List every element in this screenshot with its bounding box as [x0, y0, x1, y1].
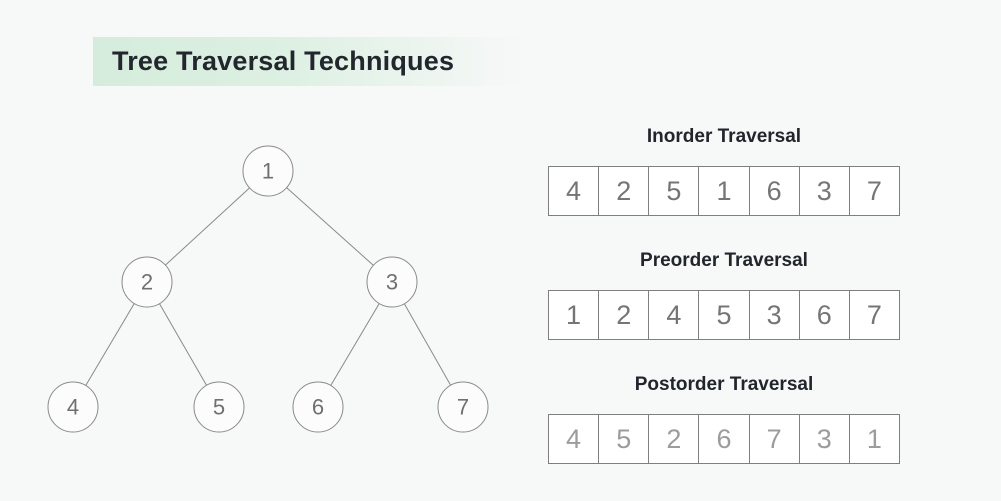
tree-node-label: 1 — [262, 159, 274, 184]
tree-node-label: 5 — [213, 395, 225, 420]
traversal-title: Inorder Traversal — [646, 126, 802, 147]
tree-node-3: 3 — [366, 256, 418, 308]
traversal-cell: 4 — [548, 414, 600, 464]
tree-node-label: 4 — [67, 395, 79, 420]
tree-node-circle — [242, 145, 294, 197]
traversal-cell: 1 — [548, 290, 600, 340]
traversal-cell: 7 — [848, 290, 900, 340]
tree-node-circle — [437, 381, 489, 433]
tree-edge-1-2 — [146, 170, 269, 283]
traversal-cell: 2 — [648, 414, 700, 464]
traversal-cell: 1 — [848, 414, 900, 464]
traversal-title: Postorder Traversal — [634, 374, 814, 395]
traversal-cell: 7 — [748, 414, 800, 464]
tree-node-circle — [121, 256, 173, 308]
traversal-cell: 6 — [748, 166, 800, 216]
tree-node-4: 4 — [47, 381, 99, 433]
traversal-cell: 6 — [698, 414, 750, 464]
traversal-cell: 5 — [698, 290, 750, 340]
traversal-cell: 2 — [598, 166, 650, 216]
traversal-cell: 3 — [798, 166, 850, 216]
traversal-cell: 6 — [798, 290, 850, 340]
traversal-cell: 7 — [848, 166, 900, 216]
traversal-cell: 3 — [748, 290, 800, 340]
traversal-cell: 4 — [548, 166, 600, 216]
tree-node-circle — [193, 381, 245, 433]
tree-node-1: 1 — [242, 145, 294, 197]
traversal-cell: 4 — [648, 290, 700, 340]
traversal-cell: 5 — [598, 414, 650, 464]
tree-node-5: 5 — [193, 381, 245, 433]
tree-node-7: 7 — [437, 381, 489, 433]
tree-node-circle — [292, 381, 344, 433]
tree-node-circle — [366, 256, 418, 308]
tree-node-label: 3 — [386, 270, 398, 295]
tree-node-2: 2 — [121, 256, 173, 308]
traversal-cell: 5 — [648, 166, 700, 216]
traversal-cell: 2 — [598, 290, 650, 340]
tree-node-label: 2 — [141, 270, 153, 295]
tree-node-6: 6 — [292, 381, 344, 433]
tree-edge-1-3 — [267, 170, 393, 283]
tree-node-label: 7 — [457, 395, 469, 420]
traversal-cell: 3 — [798, 414, 850, 464]
tree-node-label: 6 — [312, 395, 324, 420]
tree-node-circle — [47, 381, 99, 433]
traversal-title: Preorder Traversal — [640, 250, 808, 271]
title-banner: Tree Traversal Techniques — [93, 37, 523, 86]
traversal-cell: 1 — [698, 166, 750, 216]
page-title: Tree Traversal Techniques — [112, 46, 455, 76]
